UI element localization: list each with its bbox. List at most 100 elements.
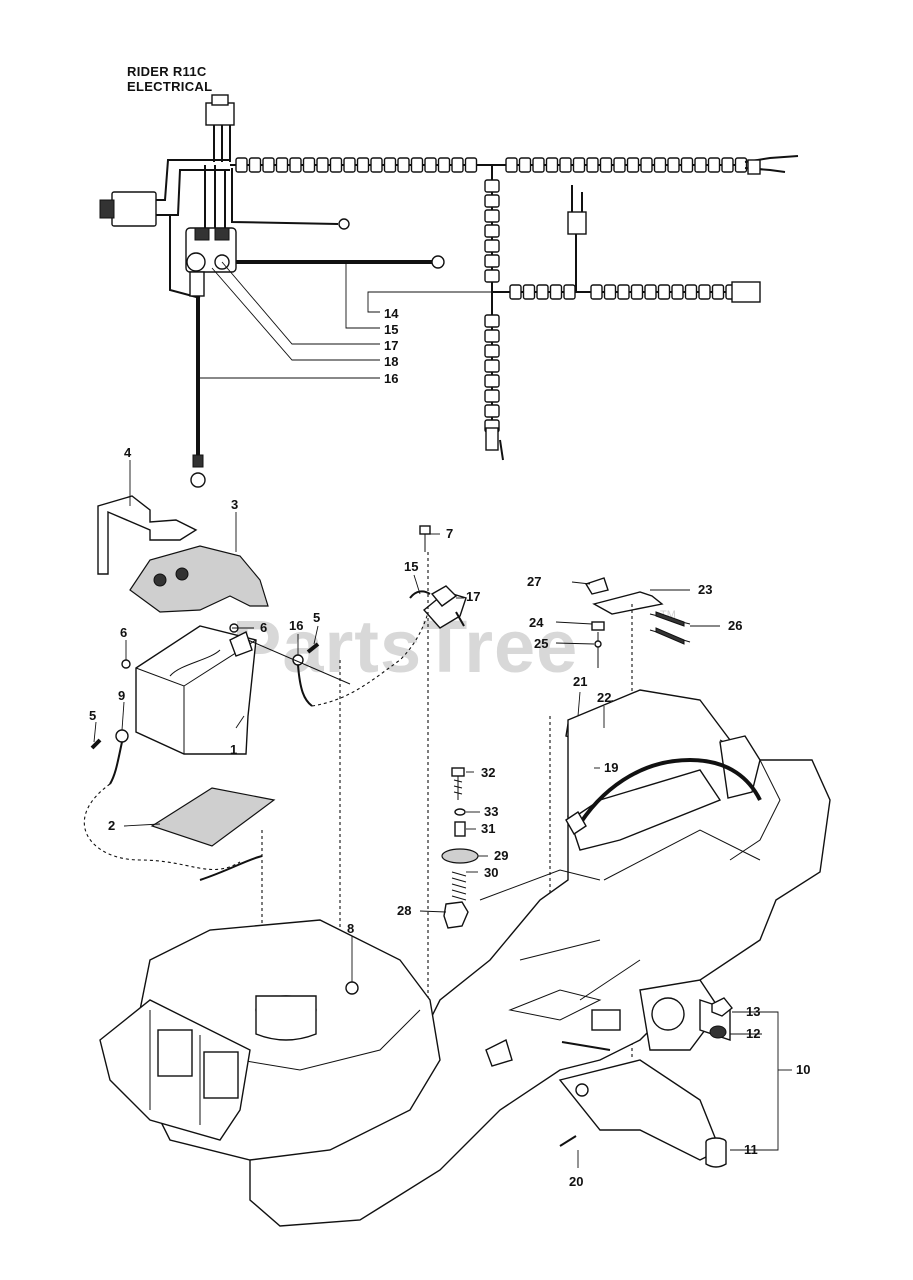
plate-27[interactable]	[584, 577, 609, 595]
callout-8: 8	[347, 921, 354, 936]
loom-segment	[694, 157, 707, 173]
callout-11: 11	[744, 1142, 758, 1157]
loom-segment	[549, 284, 563, 300]
callout-labels: 14 15 17 18 16 4 3 7 15 17 5 16 6 6 9 5 …	[89, 306, 810, 1189]
loom-segment	[424, 157, 437, 173]
loom-segment	[613, 157, 626, 173]
negative-cable-route	[83, 783, 241, 870]
starter-solenoid-mounted[interactable]	[409, 585, 467, 629]
loom-segment	[484, 209, 500, 223]
loom-segment	[451, 157, 464, 173]
callout-24: 24	[529, 615, 544, 630]
loom-segment	[590, 284, 603, 300]
loom-segment	[586, 157, 599, 173]
callout-19: 19	[604, 760, 618, 775]
loom-segment	[572, 157, 586, 173]
chassis-frame	[99, 689, 831, 1227]
callout-15b: 15	[404, 559, 418, 574]
loom-segment	[657, 284, 671, 300]
callout-30: 30	[484, 865, 498, 880]
callout-2: 2	[108, 818, 115, 833]
callout-16: 16	[384, 371, 398, 386]
loom-segment	[484, 269, 500, 283]
loom-segment	[397, 157, 410, 173]
pin-25[interactable]	[594, 632, 602, 668]
callout-23: 23	[698, 582, 712, 597]
loom-segment	[484, 224, 500, 238]
loom-segment	[640, 157, 653, 173]
callout-26: 26	[728, 618, 742, 633]
loom-segment	[630, 284, 644, 300]
hex-nut-6a	[121, 659, 131, 669]
bushing-11[interactable]	[705, 1137, 727, 1168]
bolt-32[interactable]	[451, 767, 465, 800]
callout-5a: 5	[89, 708, 96, 723]
leader-14	[367, 291, 492, 313]
harness-end-20[interactable]	[559, 1041, 611, 1147]
wiring-harness[interactable]	[99, 94, 799, 488]
callout-18: 18	[384, 354, 398, 369]
nut-12[interactable]	[709, 1025, 727, 1039]
harness-upper-connector	[567, 211, 587, 235]
nut-8[interactable]	[345, 981, 359, 995]
harness-relay	[111, 191, 157, 227]
spring-26[interactable]	[649, 611, 691, 645]
callout-27: 27	[527, 574, 541, 589]
callout-leaders	[93, 460, 792, 1168]
callout-3: 3	[231, 497, 238, 512]
starter-solenoid[interactable]	[185, 165, 237, 297]
loom-segment	[603, 284, 617, 300]
battery-hold-down-bracket[interactable]	[97, 495, 198, 575]
harness-bottom-connector	[485, 427, 499, 451]
battery-negative-cable[interactable]	[109, 729, 129, 785]
loom-segment	[599, 157, 613, 173]
battery-cover[interactable]	[129, 545, 269, 613]
clip-24[interactable]	[591, 621, 605, 631]
spring-30[interactable]	[451, 871, 467, 901]
battery-tray-mat[interactable]	[150, 787, 276, 847]
loom-segment	[505, 157, 518, 173]
bracket-23[interactable]	[592, 591, 664, 615]
washer-33[interactable]	[454, 808, 466, 816]
cup-29[interactable]	[441, 848, 479, 864]
seat-pivot-28[interactable]	[443, 901, 469, 929]
positive-cable-route	[311, 605, 431, 707]
callout-5b: 5	[313, 610, 320, 625]
loom-segment	[484, 194, 500, 208]
solenoid-bolt[interactable]	[419, 525, 431, 552]
harness-main-segments	[230, 157, 748, 173]
battery[interactable]	[135, 625, 257, 755]
loom-segment	[545, 157, 559, 173]
callout-32: 32	[481, 765, 495, 780]
callout-22: 22	[597, 690, 611, 705]
watermark-text: PartsTree	[232, 605, 578, 688]
bushing-13[interactable]	[711, 997, 733, 1017]
loom-segment	[484, 179, 500, 193]
ground-cable-boot	[192, 454, 204, 468]
loom-segment	[680, 157, 694, 173]
loom-segment	[275, 157, 289, 173]
loom-segment	[484, 344, 500, 358]
loom-segment	[289, 157, 302, 173]
loom-segment	[410, 157, 424, 173]
callout-17b: 17	[466, 589, 480, 604]
loom-segment	[484, 239, 500, 253]
callout-6b: 6	[260, 620, 267, 635]
loom-segment	[484, 389, 500, 403]
loom-segment	[698, 284, 711, 300]
harness-relay-plug	[99, 199, 115, 219]
spacer-31[interactable]	[454, 821, 466, 837]
loom-segment	[532, 157, 545, 173]
leader-17	[221, 261, 380, 345]
harness-upper-leads	[571, 185, 583, 212]
battery-leader-line	[247, 639, 351, 685]
loom-segment	[235, 157, 248, 173]
loom-segment	[667, 157, 680, 173]
loom-segment	[518, 157, 532, 173]
callout-10: 10	[796, 1062, 810, 1077]
callout-15: 15	[384, 322, 398, 337]
callout-4: 4	[124, 445, 132, 460]
diagram-title-line1: RIDER R11C	[127, 64, 207, 79]
loom-segment	[617, 284, 630, 300]
